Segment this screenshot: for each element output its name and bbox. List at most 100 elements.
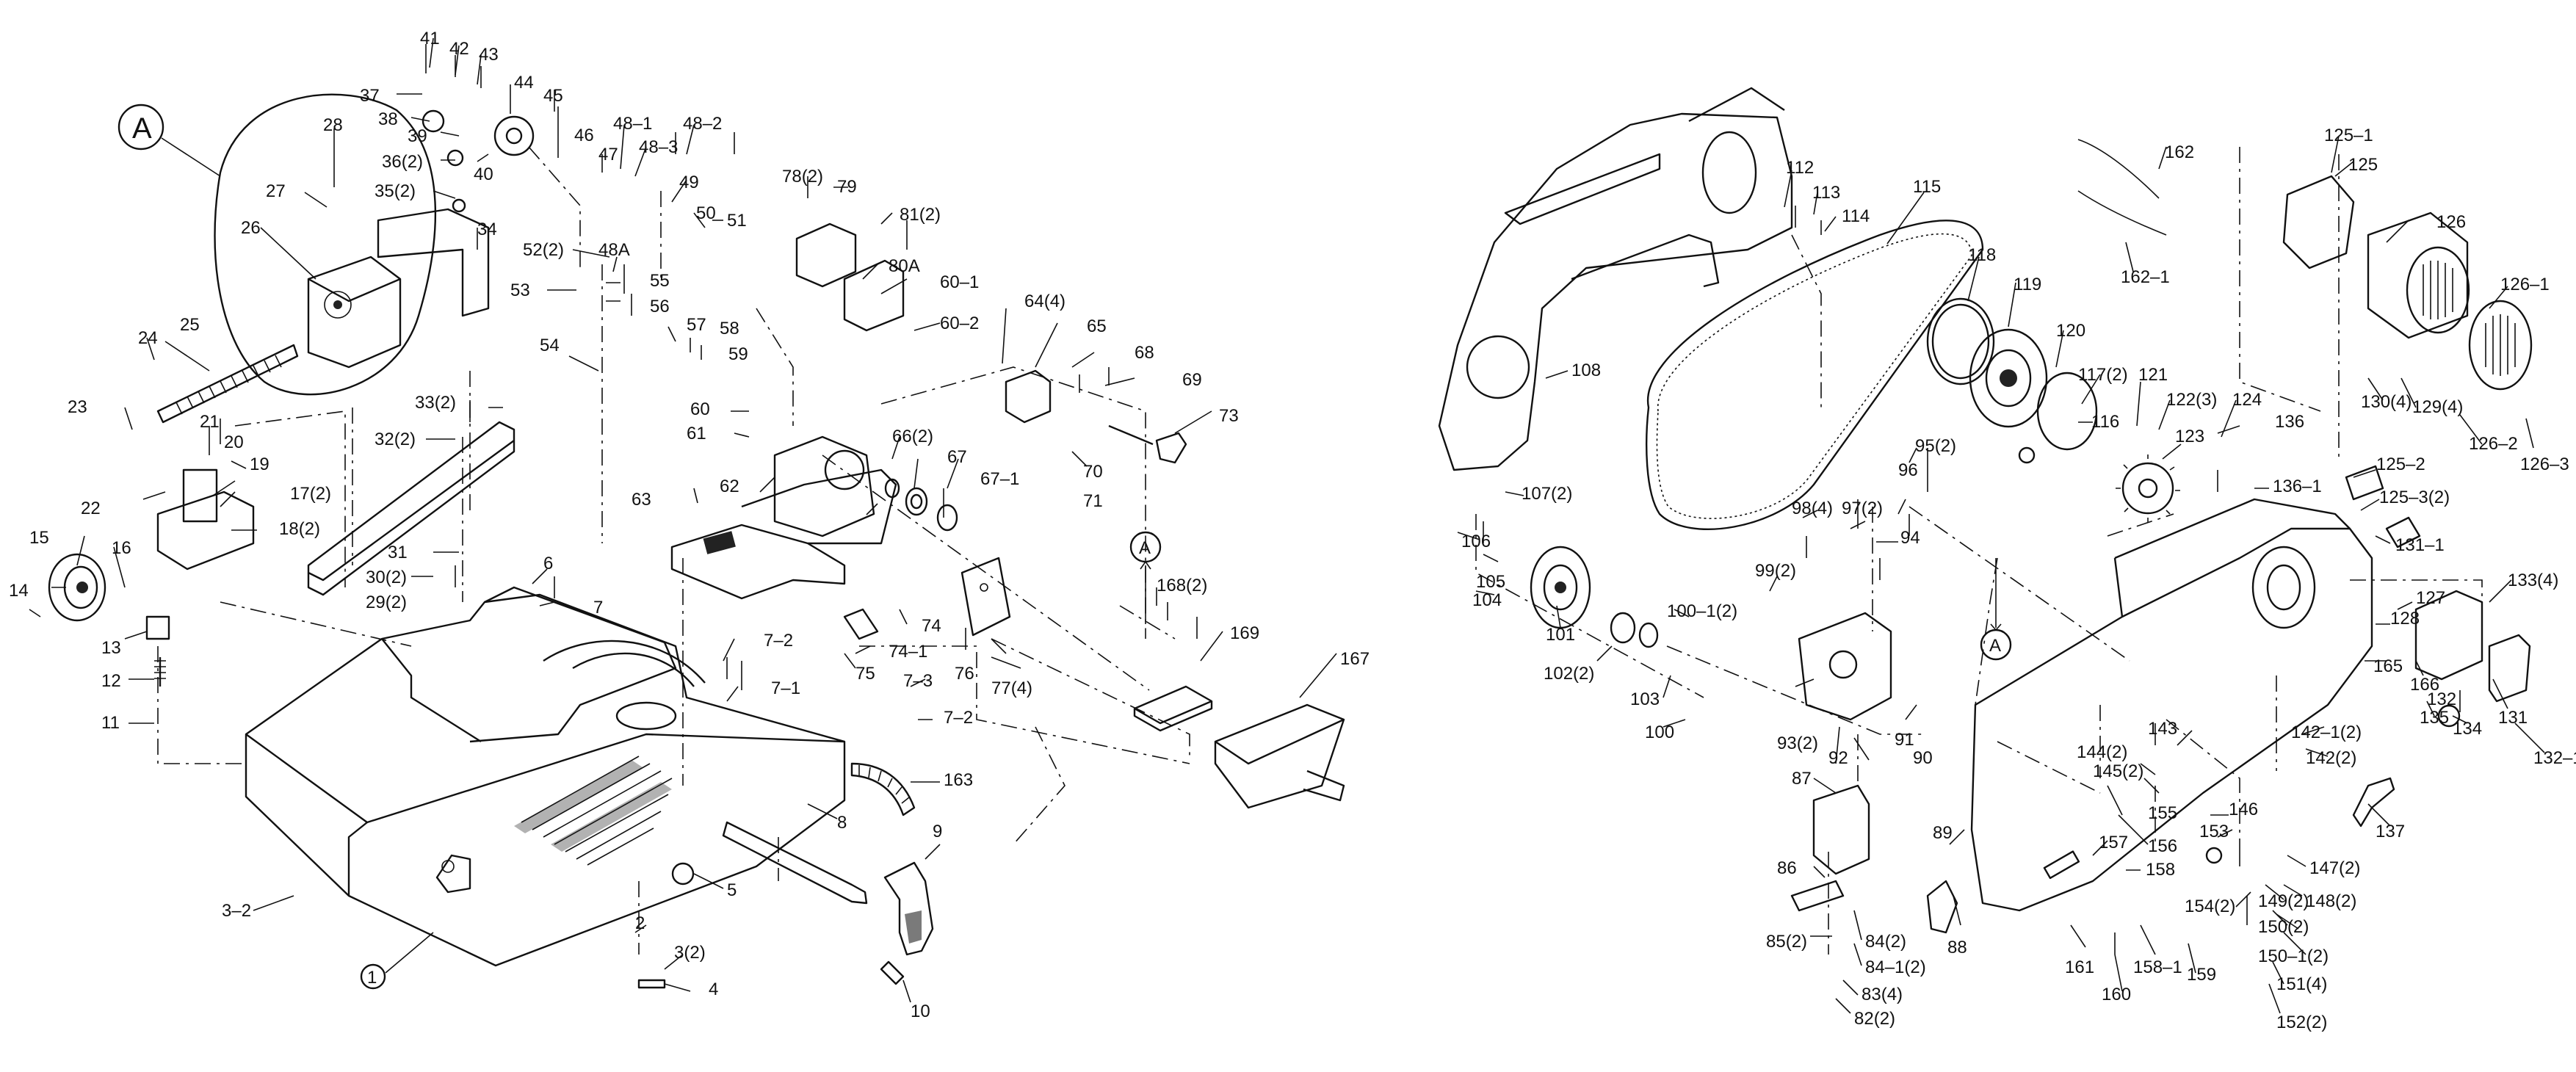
part-label-48-1: 48–1	[613, 114, 652, 134]
blade-frame	[1970, 527, 2373, 912]
part-label-143: 143	[2148, 719, 2177, 739]
part-label-102-2: 102(2)	[1544, 664, 1594, 684]
base-casting	[245, 593, 846, 967]
part-label-156: 156	[2148, 836, 2177, 856]
part-label-142-1-2: 142–1(2)	[2291, 722, 2362, 742]
part-label-10: 10	[911, 1002, 930, 1021]
part-label-54: 54	[540, 336, 560, 355]
part-label-163: 163	[944, 770, 973, 790]
part-label-39: 39	[408, 126, 427, 146]
part-label-82-2: 82(2)	[1854, 1009, 1895, 1029]
part-label-88: 88	[1947, 938, 1967, 957]
part-label-38: 38	[378, 109, 398, 129]
part-label-129-4: 129(4)	[2412, 397, 2463, 417]
part-label-36-2: 36(2)	[382, 152, 423, 172]
part-label-7-3: 7–3	[903, 671, 933, 691]
part-label-5: 5	[727, 880, 737, 900]
part-label-123: 123	[2175, 427, 2204, 446]
part-label-158-1: 158–1	[2133, 957, 2182, 977]
right-part-labels: 162 125–1 125 112 113 114 115 126 162–1 …	[1461, 126, 2576, 1032]
part-label-4: 4	[709, 979, 718, 999]
part-label-84-1-2: 84–1(2)	[1865, 957, 1926, 977]
band-blade	[1646, 220, 1984, 531]
part-label-3-2: 3–2	[222, 901, 251, 921]
part-label-92: 92	[1828, 748, 1848, 768]
part-label-134: 134	[2453, 719, 2482, 739]
part-label-23: 23	[68, 397, 87, 417]
part-label-96: 96	[1898, 460, 1918, 480]
part-label-103: 103	[1630, 689, 1660, 709]
part-label-43: 43	[479, 45, 499, 65]
part-label-49: 49	[679, 173, 699, 192]
part-label-21: 21	[200, 412, 220, 432]
callout-a-small-1: A	[1139, 538, 1151, 558]
part-label-45: 45	[543, 86, 563, 106]
part-label-7-1: 7–1	[771, 678, 800, 698]
part-label-25: 25	[180, 315, 200, 335]
part-label-131-1: 131–1	[2395, 535, 2445, 555]
part-label-67-1: 67–1	[980, 469, 1019, 489]
part-label-118: 118	[1968, 245, 1996, 265]
part-label-132-1-2: 132–1(2)	[2533, 748, 2576, 768]
part-label-77-4: 77(4)	[991, 678, 1032, 698]
part-label-130-4: 130(4)	[2361, 392, 2412, 412]
part-label-112: 112	[1786, 158, 1814, 178]
callout-a-circle	[117, 104, 164, 151]
part-label-66-2: 66(2)	[892, 427, 933, 446]
part-label-162-1: 162–1	[2121, 267, 2170, 287]
part-label-149-2: 149(2)	[2258, 891, 2309, 911]
part-label-86: 86	[1777, 858, 1797, 878]
part-label-19: 19	[250, 454, 269, 474]
part-label-11: 11	[101, 713, 120, 733]
part-label-136-1: 136–1	[2273, 477, 2322, 496]
part-label-165: 165	[2373, 656, 2403, 676]
part-label-127: 127	[2416, 588, 2445, 608]
part-label-65: 65	[1087, 316, 1107, 336]
part-label-35-2: 35(2)	[375, 181, 416, 201]
part-label-63: 63	[632, 490, 651, 510]
part-label-59: 59	[728, 344, 748, 364]
part-label-162: 162	[2165, 142, 2194, 162]
part-label-116: 116	[2091, 412, 2119, 432]
part-label-124: 124	[2232, 390, 2262, 410]
part-label-136: 136	[2275, 412, 2304, 432]
part-label-126-2: 126–2	[2469, 434, 2518, 454]
left-part-labels: 41 42 43 44 37 38 45 39 40 46 48–1 48–2 …	[9, 29, 1370, 1021]
part-label-31: 31	[388, 543, 408, 562]
part-label-155: 155	[2148, 803, 2177, 823]
part-label-64-4: 64(4)	[1024, 291, 1066, 311]
part-label-126: 126	[2436, 212, 2466, 232]
part-label-84-2: 84(2)	[1865, 932, 1906, 952]
part-label-128: 128	[2390, 609, 2420, 629]
part-label-80A: 80A	[889, 256, 920, 276]
part-label-51: 51	[727, 211, 747, 231]
part-label-26: 26	[241, 218, 261, 238]
part-label-89: 89	[1933, 823, 1953, 843]
part-label-14: 14	[9, 581, 29, 601]
part-label-105: 105	[1476, 572, 1505, 592]
part-label-126-3: 126–3	[2520, 454, 2569, 474]
part-label-150-2: 150(2)	[2258, 917, 2309, 937]
part-label-57: 57	[687, 315, 706, 335]
part-label-121: 121	[2138, 365, 2168, 385]
part-label-93-2: 93(2)	[1777, 734, 1818, 753]
part-label-15: 15	[29, 528, 49, 548]
part-label-95-2: 95(2)	[1915, 436, 1956, 456]
part-label-152-2: 152(2)	[2276, 1013, 2327, 1032]
part-label-76: 76	[955, 664, 974, 684]
part-label-73: 73	[1219, 406, 1239, 426]
part-label-113: 113	[1812, 183, 1840, 203]
part-label-33-2: 33(2)	[415, 393, 456, 413]
part-label-158: 158	[2146, 860, 2175, 880]
part-label-145-2: 145(2)	[2093, 761, 2143, 781]
part-label-18-2: 18(2)	[279, 519, 320, 539]
callout-a-label: A	[132, 112, 152, 145]
part-label-167: 167	[1340, 649, 1370, 669]
part-label-117-2: 117(2)	[2078, 365, 2128, 385]
part-label-148-2: 148(2)	[2306, 891, 2356, 911]
part-label-99-2: 99(2)	[1755, 561, 1796, 581]
part-label-8: 8	[837, 813, 847, 833]
part-label-161: 161	[2065, 957, 2094, 977]
left-assembly: A	[9, 29, 1370, 1021]
part-label-146: 146	[2229, 800, 2258, 819]
